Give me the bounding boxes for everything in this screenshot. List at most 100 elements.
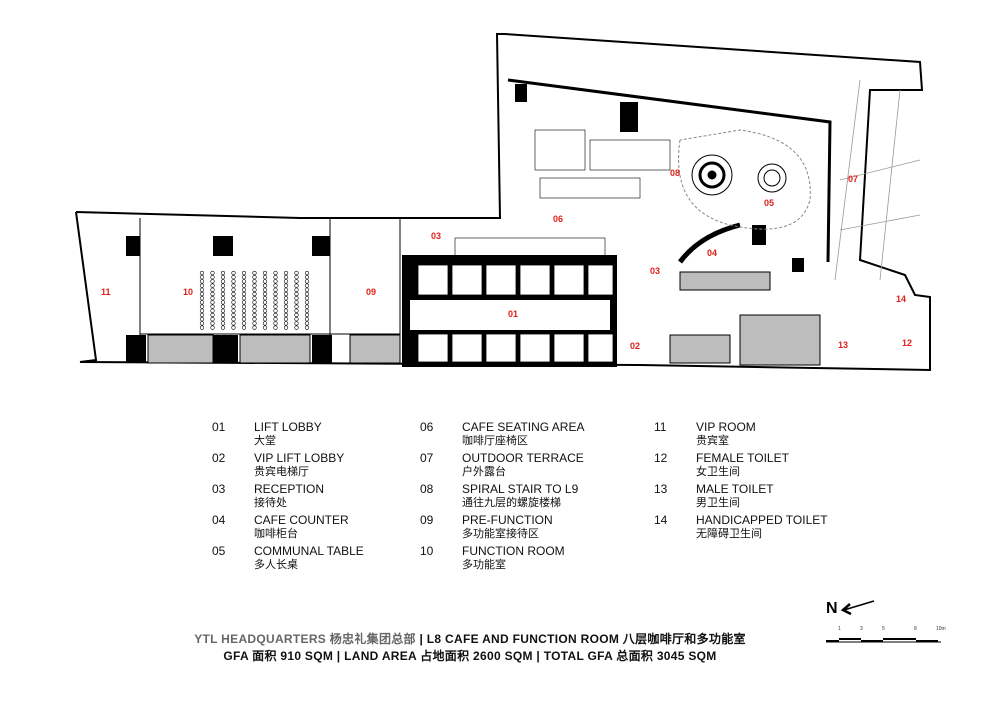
seat bbox=[273, 321, 278, 326]
seat bbox=[210, 312, 215, 318]
seat bbox=[294, 296, 299, 301]
seat bbox=[304, 287, 310, 292]
seat bbox=[304, 283, 310, 288]
seat bbox=[231, 291, 236, 297]
legend-number: 09 bbox=[420, 513, 434, 527]
legend-name-cn: 多功能室接待区 bbox=[462, 528, 539, 540]
seat bbox=[304, 270, 310, 276]
seat bbox=[220, 312, 226, 318]
legend-number: 12 bbox=[654, 451, 668, 465]
seat bbox=[294, 321, 299, 326]
seat bbox=[283, 283, 289, 288]
seat bbox=[199, 279, 205, 284]
seat bbox=[273, 325, 278, 330]
cafe-counter bbox=[677, 222, 741, 264]
seat bbox=[210, 279, 215, 284]
legend-name-cn: 通往九层的螺旋楼梯 bbox=[462, 497, 561, 509]
legend-number: 11 bbox=[654, 420, 667, 434]
seat bbox=[220, 291, 226, 297]
legend-name: CAFE SEATING AREA bbox=[462, 420, 585, 434]
seat bbox=[283, 270, 289, 276]
seat bbox=[294, 308, 299, 313]
legend-name-cn: 多功能室 bbox=[462, 559, 506, 571]
legend-number: 14 bbox=[654, 513, 668, 527]
seat bbox=[252, 291, 257, 297]
seat bbox=[304, 317, 310, 322]
spiral-stair bbox=[691, 154, 733, 196]
seat bbox=[210, 317, 215, 322]
seat bbox=[220, 300, 226, 305]
seat bbox=[220, 308, 226, 313]
seat bbox=[304, 321, 310, 326]
service-areas bbox=[147, 271, 821, 366]
seat bbox=[199, 321, 205, 326]
room-label: 11 bbox=[101, 287, 111, 297]
terrace-lines bbox=[834, 79, 921, 281]
cafe-tables bbox=[454, 129, 671, 257]
seat bbox=[294, 317, 299, 322]
seat bbox=[252, 312, 257, 318]
legend-number: 08 bbox=[420, 482, 434, 496]
room-label: 07 bbox=[848, 174, 858, 184]
cafe-zone-outline bbox=[678, 129, 811, 230]
seat bbox=[241, 275, 247, 280]
legend-name: FEMALE TOILET bbox=[696, 451, 789, 465]
seat bbox=[273, 304, 278, 309]
arrow-icon bbox=[840, 600, 874, 616]
seat bbox=[273, 283, 278, 288]
seat bbox=[252, 325, 257, 330]
legend-name: SPIRAL STAIR TO L9 bbox=[462, 482, 579, 496]
seat bbox=[210, 275, 215, 280]
legend-name-cn: 贵宾室 bbox=[696, 435, 729, 447]
seat bbox=[231, 283, 236, 288]
seat bbox=[304, 275, 310, 280]
footer-areas: GFA 面积 910 SQM | LAND AREA 占地面积 2600 SQM… bbox=[223, 649, 717, 663]
legend-name: RECEPTION bbox=[254, 482, 325, 496]
seat bbox=[273, 287, 278, 292]
seat bbox=[294, 325, 299, 330]
seat bbox=[283, 300, 289, 305]
legend-number: 07 bbox=[420, 451, 434, 465]
seat bbox=[283, 308, 289, 313]
seat bbox=[262, 270, 268, 276]
seat bbox=[273, 296, 278, 301]
seat bbox=[252, 275, 257, 280]
seat bbox=[262, 304, 268, 309]
seat bbox=[304, 291, 310, 297]
seat bbox=[283, 312, 289, 318]
seat bbox=[231, 279, 236, 284]
scale-bar bbox=[826, 638, 941, 643]
seat bbox=[199, 312, 205, 318]
seat bbox=[210, 291, 215, 297]
seat bbox=[304, 279, 310, 284]
seat bbox=[231, 304, 236, 309]
legend-name: LIFT LOBBY bbox=[254, 420, 322, 434]
seat bbox=[231, 296, 236, 301]
seat bbox=[262, 312, 268, 318]
scale-tick: 1 bbox=[838, 626, 841, 632]
room-label: 01 bbox=[508, 309, 518, 319]
seat bbox=[220, 275, 226, 280]
seat bbox=[252, 283, 257, 288]
seat bbox=[252, 296, 257, 301]
room-label: 03 bbox=[650, 266, 660, 276]
legend-name: COMMUNAL TABLE bbox=[254, 544, 364, 558]
legend-name-cn: 接待处 bbox=[254, 497, 287, 509]
legend-name-cn: 贵宾电梯厅 bbox=[254, 466, 309, 478]
seat bbox=[241, 317, 247, 322]
legend-number: 05 bbox=[212, 544, 226, 558]
seat bbox=[252, 270, 257, 276]
legend-name: FUNCTION ROOM bbox=[462, 544, 565, 558]
seat bbox=[199, 291, 205, 297]
seat bbox=[231, 300, 236, 305]
seat bbox=[273, 270, 278, 276]
seat bbox=[241, 296, 247, 301]
footer-title: YTL HEADQUARTERS 杨忠礼集团总部 | L8 CAFE AND F… bbox=[0, 632, 970, 646]
seat bbox=[210, 325, 215, 330]
